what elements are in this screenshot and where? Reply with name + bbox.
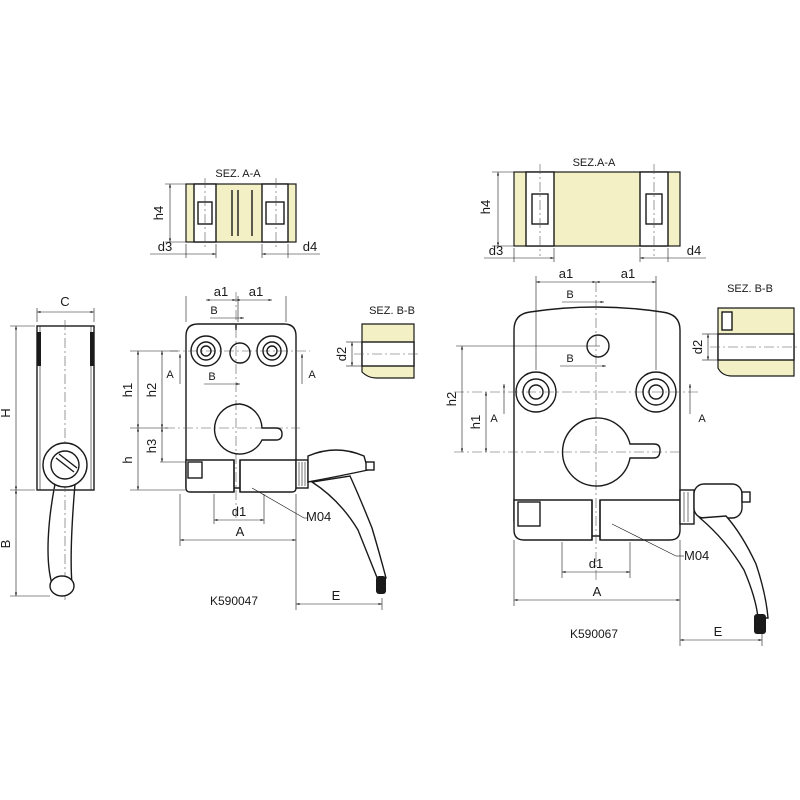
large-label-a-right: A: [698, 413, 706, 425]
small-bore: [213, 403, 283, 455]
large-section-bb: SEZ. B-B d2: [690, 283, 798, 377]
large-screw-left: [515, 371, 557, 413]
side-lever: [47, 483, 76, 585]
small-dim-d4: d4: [303, 239, 317, 254]
large-label-a-left: A: [490, 413, 498, 425]
large-handle-head: [693, 483, 743, 519]
dim-c: C: [60, 294, 69, 309]
large-dim-a-width: A: [593, 584, 602, 599]
small-label-b-mid: B: [208, 371, 215, 383]
large-dim-h2: h2: [444, 392, 459, 406]
large-label-b-top: B: [566, 289, 573, 301]
small-dim-d3: d3: [158, 239, 172, 254]
small-section-aa: SEZ. A-A h4 d3 d4: [150, 168, 320, 258]
large-dim-d1: d1: [589, 556, 603, 571]
small-dim-d1: d1: [232, 504, 246, 519]
small-dim-h1: h1: [120, 383, 135, 397]
side-view: C H B: [0, 294, 95, 600]
small-label-b-top: B: [210, 305, 217, 317]
small-front-view: a1 a1 B B A A h1 h2 h3 h d1 A M04 E: [120, 284, 387, 610]
small-handle-lever: [310, 475, 387, 581]
small-section-aa-title: SEZ. A-A: [215, 168, 261, 180]
side-body: [36, 325, 95, 491]
small-screw-left: [190, 335, 222, 367]
large-section-aa: SEZ.A-A h4 d3 d4: [478, 157, 706, 262]
large-dim-a1-right: a1: [621, 266, 635, 281]
large-handle-lever: [698, 515, 769, 619]
small-dim-e: E: [332, 588, 341, 603]
large-dim-h4: h4: [478, 200, 493, 214]
small-dim-h4: h4: [151, 206, 166, 220]
small-dim-h2: h2: [144, 383, 159, 397]
small-section-bb-title: SEZ. B-B: [369, 305, 415, 317]
small-dim-h3: h3: [144, 439, 159, 453]
small-label-a-left: A: [166, 369, 174, 381]
small-thread: M04: [306, 509, 331, 524]
large-label-b-mid: B: [566, 353, 573, 365]
large-section-bb-title: SEZ. B-B: [727, 283, 773, 295]
small-section-bb: SEZ. B-B d2: [334, 305, 420, 379]
small-dim-a1-right: a1: [249, 284, 263, 299]
small-label-a-right: A: [308, 369, 316, 381]
large-dim-d2: d2: [690, 340, 705, 354]
large-bore: [561, 417, 661, 487]
small-dim-h: h: [120, 456, 135, 463]
large-thread: M04: [684, 548, 709, 563]
large-screw-right: [635, 371, 677, 413]
small-dim-d2: d2: [334, 347, 349, 361]
small-model-code: K590047: [210, 594, 258, 608]
dim-h-total: H: [0, 408, 13, 417]
large-dim-a1-left: a1: [559, 266, 573, 281]
large-dim-d4: d4: [687, 243, 701, 258]
large-dim-d3: d3: [489, 243, 503, 258]
small-screw-right: [256, 335, 288, 367]
large-model-code: K590067: [570, 627, 618, 641]
large-front-view: a1 a1 B B A A h2 h1 d1 A M04 E K590067: [444, 266, 769, 646]
small-dim-a1-left: a1: [214, 284, 228, 299]
large-section-aa-title: SEZ.A-A: [573, 157, 616, 169]
dim-b-lever: B: [0, 540, 13, 549]
large-dim-h1: h1: [468, 415, 483, 429]
large-dim-e: E: [714, 624, 723, 639]
small-dim-a-width: A: [236, 524, 245, 539]
